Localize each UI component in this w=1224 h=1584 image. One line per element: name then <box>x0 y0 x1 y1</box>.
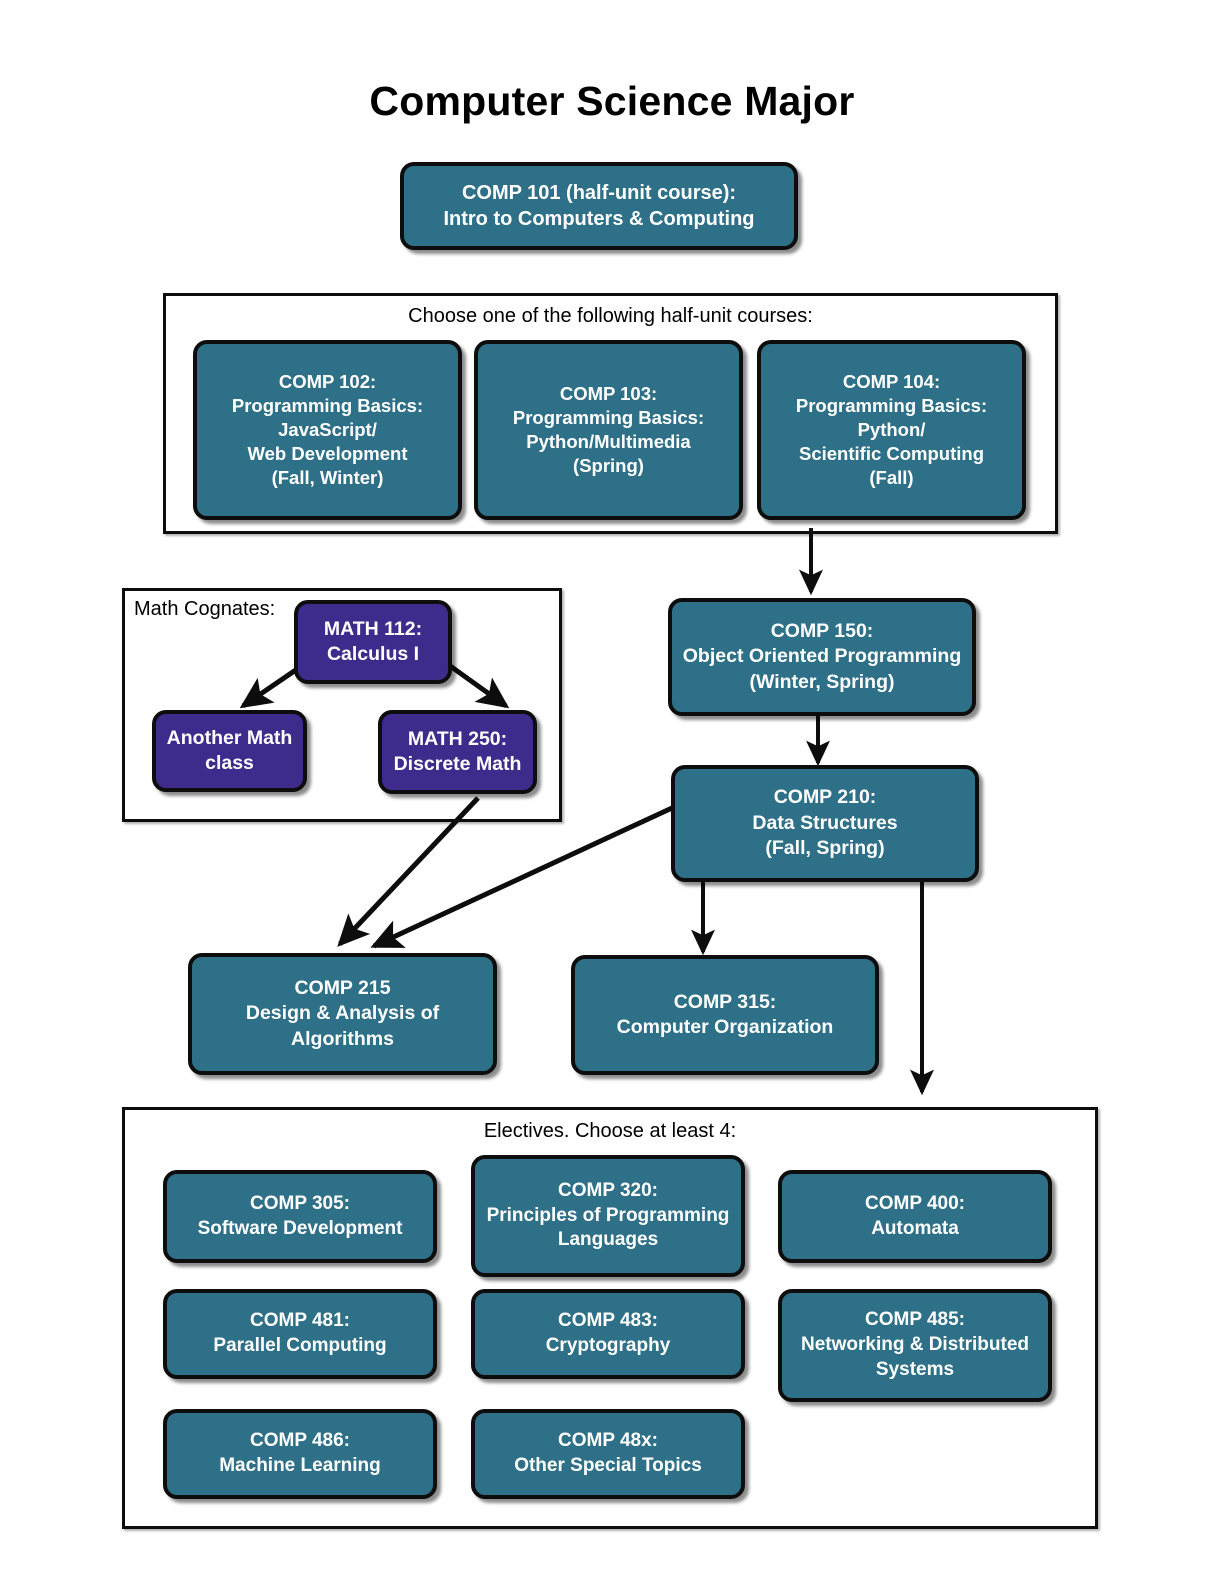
course-line: Parallel Computing <box>213 1335 387 1356</box>
course-line: COMP 150: <box>770 619 874 642</box>
course-line: Programming Basics: <box>512 406 705 428</box>
course-line: Another Math <box>166 726 293 749</box>
course-line: Networking & Distributed <box>800 1334 1029 1356</box>
course-line: (Spring) <box>573 455 644 477</box>
course-line: MATH 112: <box>323 617 423 640</box>
course-node-comp-320[interactable]: COMP 320: Principles of Programming Lang… <box>471 1155 745 1277</box>
course-line: Algorithms <box>291 1027 394 1050</box>
course-node-another-math-class[interactable]: Another Math class <box>152 710 307 792</box>
course-line: Scientific Computing <box>799 443 984 465</box>
course-line: COMP 481: <box>250 1310 350 1332</box>
course-node-comp-48x[interactable]: COMP 48x: Other Special Topics <box>471 1409 745 1499</box>
course-line: Principles of Programming <box>486 1204 730 1226</box>
course-line: Cryptography <box>545 1335 671 1356</box>
course-node-comp-103[interactable]: COMP 103: Programming Basics: Python/Mul… <box>474 340 743 520</box>
course-line: COMP 104: <box>842 370 941 392</box>
course-line: (Fall, Spring) <box>765 837 885 860</box>
course-node-comp-150[interactable]: COMP 150: Object Oriented Programming (W… <box>668 598 976 716</box>
arrow-comp210-to-comp215 <box>370 805 674 949</box>
math-cognates-caption: Math Cognates: <box>134 598 276 620</box>
course-node-comp-215[interactable]: COMP 215 Design & Analysis of Algorithms <box>188 953 497 1075</box>
course-line: Languages <box>557 1229 659 1251</box>
course-line: JavaScript/ <box>278 418 377 440</box>
course-line: Intro to Computers & Computing <box>443 208 755 230</box>
course-line: COMP 215 <box>294 976 391 999</box>
course-line: (Fall) <box>869 467 914 489</box>
course-line: (Winter, Spring) <box>749 670 895 693</box>
course-node-comp-315[interactable]: COMP 315: Computer Organization <box>571 955 879 1075</box>
page-title: Computer Science Major <box>369 78 855 124</box>
half-unit-group-caption: Choose one of the following half-unit co… <box>408 305 813 327</box>
course-node-comp-101[interactable]: COMP 101 (half-unit course): Intro to Co… <box>400 162 798 250</box>
course-line: COMP 48x: <box>558 1430 658 1452</box>
course-line: Calculus I <box>326 643 420 665</box>
course-line: class <box>205 752 254 774</box>
course-node-comp-481[interactable]: COMP 481: Parallel Computing <box>163 1289 437 1379</box>
course-line: MATH 250: <box>407 727 508 750</box>
course-line: Other Special Topics <box>514 1455 702 1476</box>
course-line: Systems <box>875 1358 955 1380</box>
course-line: COMP 305: <box>250 1192 350 1214</box>
course-line: Data Structures <box>752 811 898 834</box>
course-node-comp-210[interactable]: COMP 210: Data Structures (Fall, Spring) <box>671 765 979 882</box>
course-line: COMP 483: <box>558 1310 658 1332</box>
course-node-comp-486[interactable]: COMP 486: Machine Learning <box>163 1409 437 1499</box>
course-line: COMP 485: <box>865 1309 965 1331</box>
course-line: Computer Organization <box>616 1016 834 1038</box>
course-node-comp-305[interactable]: COMP 305: Software Development <box>163 1170 437 1263</box>
course-line: COMP 103: <box>559 382 658 404</box>
electives-group-caption: Electives. Choose at least 4: <box>483 1120 737 1142</box>
course-node-comp-483[interactable]: COMP 483: Cryptography <box>471 1289 745 1379</box>
course-line: Programming Basics: <box>231 394 424 416</box>
course-node-comp-400[interactable]: COMP 400: Automata <box>778 1170 1052 1263</box>
course-line: COMP 315: <box>673 990 777 1013</box>
course-node-math-112[interactable]: MATH 112: Calculus I <box>294 600 452 684</box>
course-line: Object Oriented Programming <box>682 645 962 668</box>
course-line: COMP 320: <box>558 1179 658 1201</box>
course-line: (Fall, Winter) <box>271 467 384 489</box>
course-node-comp-102[interactable]: COMP 102: Programming Basics: JavaScript… <box>193 340 462 520</box>
course-line: Design & Analysis of <box>245 1002 440 1025</box>
course-line: COMP 400: <box>865 1192 965 1214</box>
course-node-math-250[interactable]: MATH 250: Discrete Math <box>378 710 537 794</box>
course-line: COMP 486: <box>250 1430 350 1452</box>
course-line: Web Development <box>247 443 408 465</box>
course-node-comp-104[interactable]: COMP 104: Programming Basics: Python/ Sc… <box>757 340 1026 520</box>
course-node-comp-485[interactable]: COMP 485: Networking & Distributed Syste… <box>778 1289 1052 1402</box>
course-line: Software Development <box>197 1217 403 1239</box>
course-line: COMP 101 (half-unit course): <box>461 182 737 204</box>
course-line: COMP 102: <box>278 370 377 392</box>
course-line: Machine Learning <box>219 1455 381 1476</box>
course-line: Automata <box>871 1217 959 1239</box>
course-line: Python/Multimedia <box>526 431 691 452</box>
course-line: COMP 210: <box>773 786 877 809</box>
course-line: Python/ <box>857 418 926 440</box>
course-line: Discrete Math <box>393 753 522 775</box>
course-line: Programming Basics: <box>795 394 988 416</box>
